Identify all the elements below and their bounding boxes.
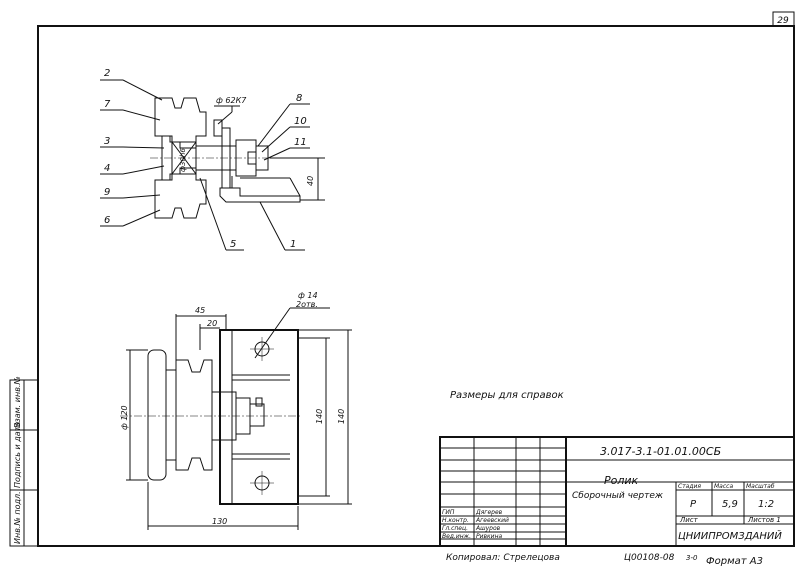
format-prefix: 3-0 — [686, 554, 698, 562]
format-label: Формат А3 — [706, 556, 763, 567]
side-stamp-vzam: Взам. инв.№ — [13, 376, 22, 428]
dim-140-outer: 140 — [337, 409, 346, 424]
callout-4: 4 — [104, 163, 110, 174]
callout-1: 1 — [290, 239, 296, 250]
copied-by: Копировал: Стрелецова — [446, 553, 560, 563]
front-dimensions — [126, 307, 352, 530]
callout-11: 11 — [294, 137, 307, 148]
mass-value: 5,9 — [722, 499, 738, 510]
sheet-label: Лист — [679, 516, 699, 524]
page-number-box — [772, 11, 795, 27]
callout-9: 9 — [104, 187, 110, 198]
callout-8: 8 — [296, 93, 302, 104]
role-1: Н.контр. — [442, 517, 469, 524]
side-stamp-sign: Подпись и дата — [13, 421, 22, 488]
name-1: Агеевский — [475, 517, 509, 524]
front-view — [120, 329, 300, 505]
item-name: Ролик — [604, 474, 639, 487]
callout-5: 5 — [230, 239, 236, 250]
fit-dimension-shaft: ф30h6 — [179, 148, 187, 172]
section-view — [150, 97, 320, 219]
stage-value: Р — [690, 499, 697, 510]
name-2: Ашуров — [475, 525, 501, 532]
hdr-mass: Масса — [714, 483, 733, 490]
callout-2: 2 — [104, 68, 110, 79]
side-stamp-inv: Инв.№ подл. — [13, 491, 22, 544]
hole-dia-label: ф 14 — [298, 291, 318, 300]
doc-type: Сборочный чертеж — [572, 491, 664, 501]
callout-3: 3 — [104, 136, 110, 147]
name-0: Дягерев — [475, 509, 503, 516]
dim-45: 45 — [195, 306, 205, 315]
inventory-code: Ц00108-08 — [624, 553, 675, 563]
dim-roller-dia: ф 120 — [120, 405, 129, 430]
sheet-frame — [37, 25, 795, 547]
hdr-stage: Стадия — [678, 483, 701, 490]
dim-20: 20 — [207, 319, 217, 328]
doc-code: 3.017-3.1-01.01.00СБ — [600, 445, 721, 458]
page-number: 29 — [777, 16, 789, 26]
hole-count-label: 2отв. — [296, 300, 318, 309]
role-0: ГИП — [442, 509, 455, 516]
fit-dimension-top: ф 62К7 — [216, 96, 247, 105]
role-3: Вед.инж. — [442, 533, 471, 540]
organization: ЦНИИПРОМЗДАНИЙ — [678, 529, 782, 542]
hdr-scale: Масштаб — [746, 483, 775, 490]
sheets-label: Листов 1 — [747, 516, 781, 524]
role-2: Гл.спец. — [442, 525, 468, 532]
leader-lines — [100, 79, 325, 251]
callout-7: 7 — [104, 99, 111, 110]
name-3: Ривкина — [476, 533, 503, 540]
title-block — [439, 436, 795, 547]
scale-value: 1:2 — [758, 499, 774, 510]
reference-note: Размеры для справок — [450, 390, 564, 401]
callout-6: 6 — [104, 215, 110, 226]
dim-130: 130 — [212, 517, 227, 526]
callout-10: 10 — [294, 116, 307, 127]
dim-40: 40 — [306, 176, 315, 186]
dim-140-inner: 140 — [315, 409, 324, 424]
